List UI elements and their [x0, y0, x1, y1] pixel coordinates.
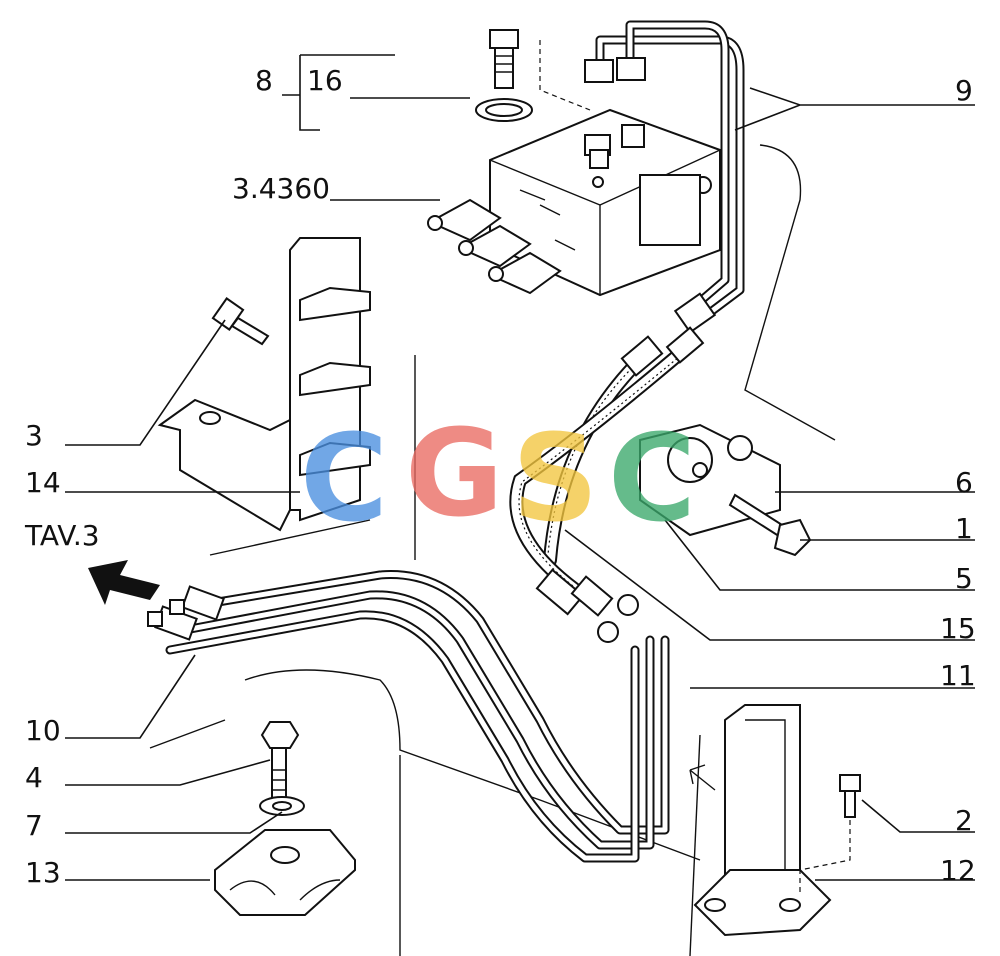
bracket-14: [157, 237, 371, 532]
nut-1: [617, 594, 639, 616]
callout-1: 1: [955, 512, 973, 545]
clamp-13: [214, 829, 356, 916]
hose-11: [509, 338, 697, 607]
callout-9: 9: [955, 74, 973, 107]
return-pipes: [147, 570, 670, 863]
hose-15: [543, 353, 647, 567]
callout-2: 2: [955, 804, 973, 837]
bolt-guide-line: [539, 40, 591, 111]
reference-tav3: TAV.3: [24, 519, 100, 552]
nut-2: [597, 621, 619, 643]
screw-2: [839, 774, 861, 818]
banjo-bolt: [489, 29, 519, 89]
callout-5: 5: [955, 562, 973, 595]
bolt-4: [260, 721, 300, 799]
watermark-letter-c1: C: [300, 410, 388, 549]
watermark-letter-s: S: [512, 410, 598, 549]
callout-10: 10: [25, 714, 61, 747]
hose-fitting-lower-2: [570, 575, 614, 617]
callout-11: 11: [940, 659, 976, 692]
hose-fitting-lower: [535, 568, 585, 616]
sealing-washer: [475, 98, 533, 122]
callout-14: 14: [25, 466, 61, 499]
tav3-arrow-icon: [88, 560, 160, 605]
washer-7: [259, 796, 305, 816]
hose-fitting-upper-2: [665, 326, 705, 364]
callout-15: 15: [940, 612, 976, 645]
leader-lines: [65, 54, 975, 881]
callout-13: 13: [25, 856, 61, 889]
callout-3-4360: 3.4360: [232, 172, 330, 205]
bolt-1: [728, 493, 812, 557]
callout-7: 7: [25, 809, 43, 842]
housing-outline: [149, 144, 836, 956]
injection-pump: [427, 108, 721, 297]
cgsc-watermark-logo: C G S C: [300, 405, 696, 549]
callout-3: 3: [25, 419, 43, 452]
callout-4: 4: [25, 761, 43, 794]
bracket-12: [693, 704, 832, 937]
screw-3: [211, 297, 270, 346]
direction-arrow: [689, 764, 716, 791]
watermark-letter-g: G: [405, 405, 504, 544]
callout-16: 16: [307, 64, 343, 97]
callout-8: 8: [255, 64, 273, 97]
callout-6: 6: [955, 466, 973, 499]
callout-12: 12: [940, 854, 976, 887]
pipe-9: [584, 20, 745, 334]
hose-fitting-upper: [620, 335, 664, 377]
watermark-letter-c2: C: [608, 410, 696, 549]
screw-guide-line: [799, 820, 851, 895]
